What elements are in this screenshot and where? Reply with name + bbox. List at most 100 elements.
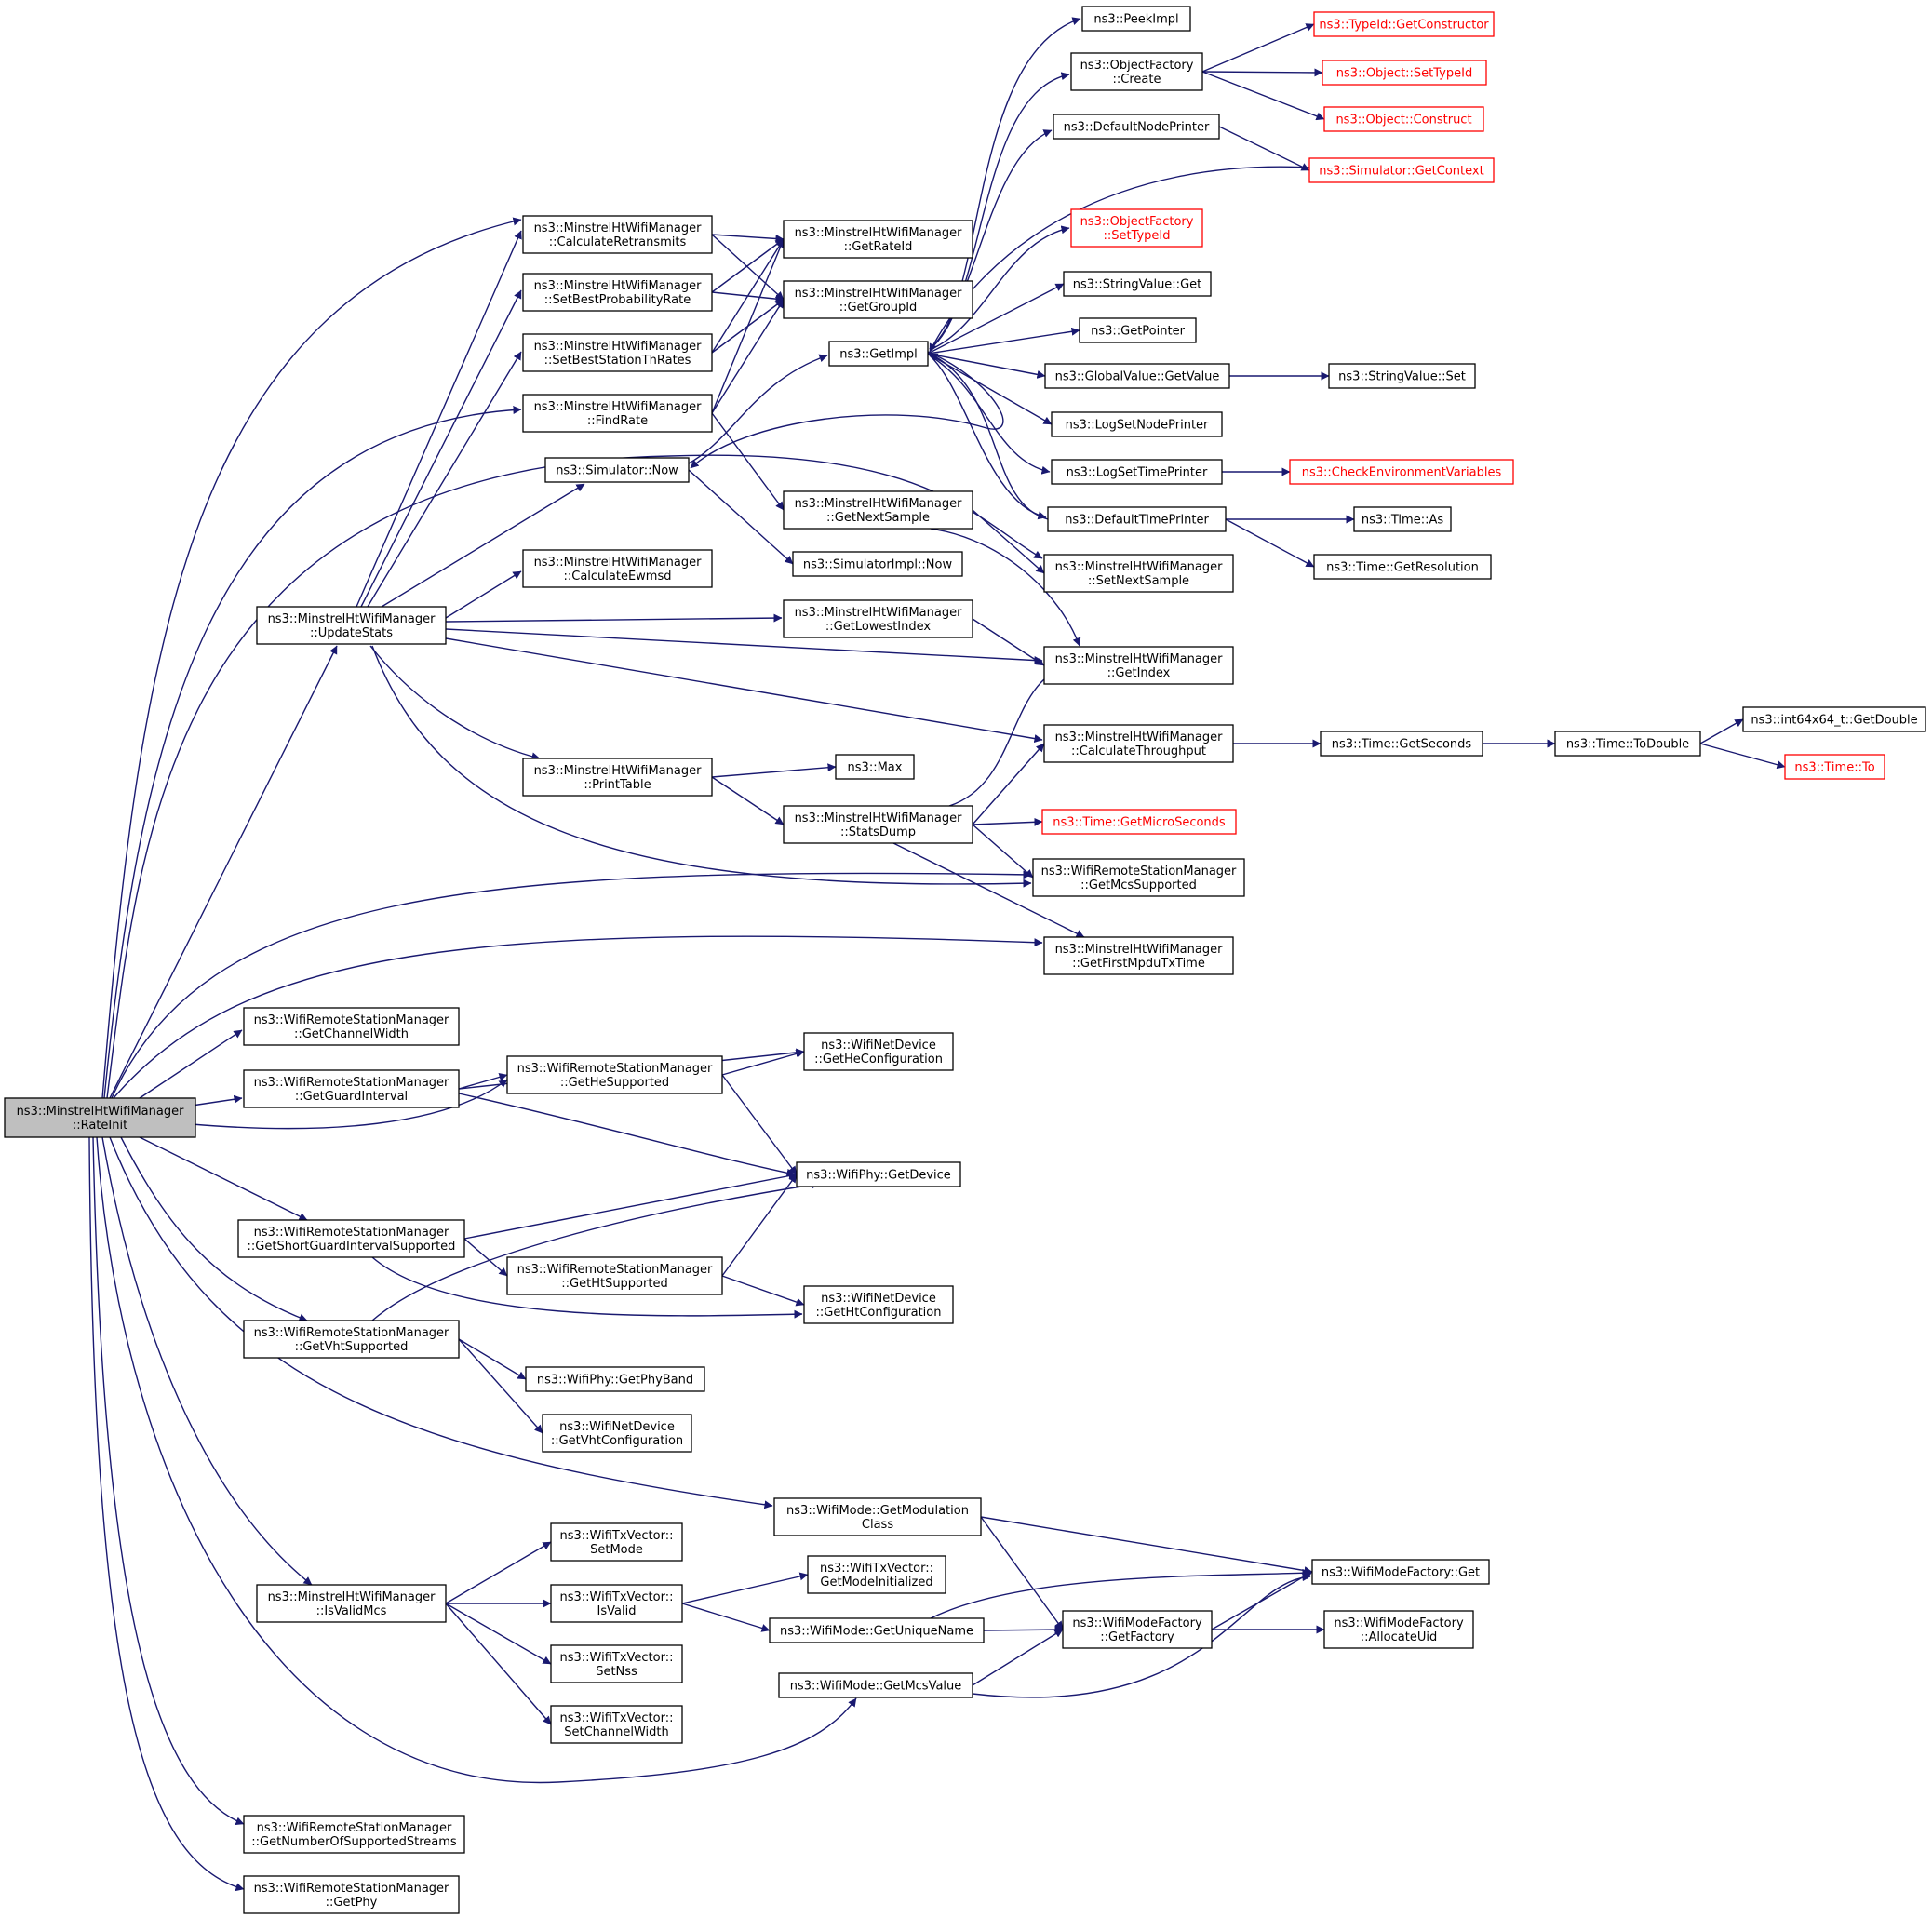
node-getheconfig[interactable]: ns3::WifiNetDevice::GetHeConfiguration	[803, 1032, 954, 1071]
node-getnumstreams[interactable]: ns3::WifiRemoteStationManager::GetNumber…	[243, 1815, 465, 1854]
node-box	[1289, 459, 1514, 485]
node-box	[1742, 706, 1926, 732]
node-getfirstmpdu[interactable]: ns3::MinstrelHtWifiManager::GetFirstMpdu…	[1043, 936, 1234, 975]
node-txsetnss[interactable]: ns3::WifiTxVector::SetNss	[550, 1644, 683, 1683]
node-simimplnow[interactable]: ns3::SimulatorImpl::Now	[792, 551, 963, 577]
node-getimpl[interactable]: ns3::GetImpl	[828, 341, 929, 367]
node-getnextsample[interactable]: ns3::MinstrelHtWifiManager::GetNextSampl…	[783, 490, 973, 530]
node-label: ns3::WifiModeFactory	[1334, 1616, 1464, 1630]
node-box	[1079, 317, 1197, 343]
node-setnextsample[interactable]: ns3::MinstrelHtWifiManager::SetNextSampl…	[1043, 554, 1234, 593]
node-getphyband[interactable]: ns3::WifiPhy::GetPhyBand	[525, 1366, 705, 1392]
node-label: ns3::Simulator::Now	[556, 464, 678, 478]
node-label: ns3::ObjectFactory	[1080, 215, 1194, 229]
node-defnodeprinter[interactable]: ns3::DefaultNodePrinter	[1053, 114, 1220, 140]
node-getuniquename[interactable]: ns3::WifiMode::GetUniqueName	[769, 1617, 985, 1643]
node-timegetmicro[interactable]: ns3::Time::GetMicroSeconds	[1041, 809, 1237, 835]
node-getguardint[interactable]: ns3::WifiRemoteStationManager::GetGuardI…	[243, 1069, 460, 1108]
node-box	[783, 599, 973, 638]
node-gethesupported[interactable]: ns3::WifiRemoteStationManager::GetHeSupp…	[506, 1055, 723, 1094]
node-box	[828, 341, 929, 367]
node-label: ns3::MinstrelHtWifiManager	[795, 226, 963, 240]
node-gvgetvalue[interactable]: ns3::GlobalValue::GetValue	[1044, 363, 1230, 389]
node-allocuid[interactable]: ns3::WifiModeFactory::AllocateUid	[1323, 1610, 1474, 1649]
node-txgetmodeinit[interactable]: ns3::WifiTxVector::GetModeInitialized	[807, 1555, 946, 1594]
edge-layer	[88, 17, 1786, 1892]
node-timetodouble[interactable]: ns3::Time::ToDouble	[1554, 731, 1701, 757]
node-modefactoryget[interactable]: ns3::WifiModeFactory::Get	[1311, 1559, 1490, 1585]
node-getchanwidth[interactable]: ns3::WifiRemoteStationManager::GetChanne…	[243, 1007, 460, 1046]
node-label: ns3::WifiRemoteStationManager	[254, 1226, 449, 1240]
node-calcretrans[interactable]: ns3::MinstrelHtWifiManager::CalculateRet…	[522, 215, 713, 254]
node-label: ns3::WifiTxVector::	[559, 1529, 673, 1543]
node-findrate[interactable]: ns3::MinstrelHtWifiManager::FindRate	[522, 394, 713, 433]
node-timeas[interactable]: ns3::Time::As	[1353, 506, 1452, 532]
node-box	[243, 1007, 460, 1046]
node-box	[773, 1497, 982, 1536]
node-box	[1322, 60, 1487, 86]
node-logsetnode[interactable]: ns3::LogSetNodePrinter	[1051, 411, 1223, 437]
node-objconstruct[interactable]: ns3::Object::Construct	[1323, 106, 1484, 132]
node-simgetcontext[interactable]: ns3::Simulator::GetContext	[1308, 157, 1495, 183]
node-strvalset[interactable]: ns3::StringValue::Set	[1328, 363, 1476, 389]
node-peekimpl[interactable]: ns3::PeekImpl	[1081, 6, 1191, 32]
node-logsettime[interactable]: ns3::LogSetTimePrinter	[1051, 459, 1223, 485]
node-typeidgetctor[interactable]: ns3::TypeId::GetConstructor	[1313, 11, 1495, 37]
node-label: ::SetBestProbabilityRate	[544, 293, 691, 307]
edge-getnextsample-to-setnextsample	[972, 509, 1045, 574]
node-deftimeprinter[interactable]: ns3::DefaultTimePrinter	[1047, 506, 1227, 532]
node-getphy[interactable]: ns3::WifiRemoteStationManager::GetPhy	[243, 1875, 460, 1914]
node-getvhtsupported[interactable]: ns3::WifiRemoteStationManager::GetVhtSup…	[243, 1320, 460, 1359]
node-rateinit[interactable]: ns3::MinstrelHtWifiManager::RateInit	[4, 1097, 196, 1138]
node-modefactorygetfactory[interactable]: ns3::WifiModeFactory::GetFactory	[1062, 1610, 1213, 1649]
node-printtable[interactable]: ns3::MinstrelHtWifiManager::PrintTable	[522, 758, 713, 797]
edge-rateinit-to-getchanwidth	[139, 1029, 243, 1099]
node-strvalget[interactable]: ns3::StringValue::Get	[1063, 271, 1212, 297]
edge-updatestats-to-calcthroughput	[445, 637, 1043, 744]
node-checkenv[interactable]: ns3::CheckEnvironmentVariables	[1289, 459, 1514, 485]
node-label: ns3::LogSetNodePrinter	[1066, 419, 1209, 433]
node-box	[522, 333, 713, 372]
node-phygetdevice[interactable]: ns3::WifiPhy::GetDevice	[796, 1161, 961, 1187]
node-isvalidmcs[interactable]: ns3::MinstrelHtWifiManager::IsValidMcs	[256, 1584, 447, 1623]
node-getpointer[interactable]: ns3::GetPointer	[1079, 317, 1197, 343]
edge-simnow-to-simimplnow	[688, 469, 794, 565]
node-txisvalid[interactable]: ns3::WifiTxVector::IsValid	[550, 1584, 683, 1623]
edge-getguardint-to-gethesupported	[458, 1073, 508, 1090]
node-label: ns3::LogSetTimePrinter	[1067, 466, 1208, 480]
node-calcewmsd[interactable]: ns3::MinstrelHtWifiManager::CalculateEwm…	[522, 549, 713, 588]
node-int64getdouble[interactable]: ns3::int64x64_t::GetDouble	[1742, 706, 1926, 732]
node-getindex[interactable]: ns3::MinstrelHtWifiManager::GetIndex	[1043, 646, 1234, 685]
node-statsdump[interactable]: ns3::MinstrelHtWifiManager::StatsDump	[783, 805, 973, 844]
node-ofcreate[interactable]: ns3::ObjectFactory::Create	[1070, 52, 1203, 91]
node-txsetmode[interactable]: ns3::WifiTxVector::SetMode	[550, 1522, 683, 1562]
node-timegetres[interactable]: ns3::Time::GetResolution	[1313, 554, 1492, 580]
node-calcthroughput[interactable]: ns3::MinstrelHtWifiManager::CalculateThr…	[1043, 724, 1234, 763]
node-getmcssupported[interactable]: ns3::WifiRemoteStationManager::GetMcsSup…	[1032, 858, 1245, 897]
edge-getmcsvalue-to-modefactorygetfactory	[972, 1629, 1064, 1686]
node-txsetchanwidth[interactable]: ns3::WifiTxVector::SetChannelWidth	[550, 1705, 683, 1744]
node-updatestats[interactable]: ns3::MinstrelHtWifiManager::UpdateStats	[256, 606, 447, 645]
node-gethtsupported[interactable]: ns3::WifiRemoteStationManager::GetHtSupp…	[506, 1256, 723, 1295]
node-getgroupid[interactable]: ns3::MinstrelHtWifiManager::GetGroupId	[783, 280, 973, 319]
node-timegetsec[interactable]: ns3::Time::GetSeconds	[1320, 731, 1483, 757]
edge-getimpl-to-strvalget	[927, 283, 1065, 355]
node-simnow[interactable]: ns3::Simulator::Now	[544, 457, 690, 483]
node-getlowestindex[interactable]: ns3::MinstrelHtWifiManager::GetLowestInd…	[783, 599, 973, 638]
node-max[interactable]: ns3::Max	[835, 754, 915, 780]
node-getsgisupported[interactable]: ns3::WifiRemoteStationManager::GetShortG…	[237, 1219, 465, 1258]
node-label: ::GetLowestIndex	[825, 620, 931, 634]
node-getmcsvalue[interactable]: ns3::WifiMode::GetMcsValue	[778, 1672, 973, 1698]
node-gethtconfig[interactable]: ns3::WifiNetDevice::GetHtConfiguration	[803, 1285, 954, 1324]
edge-rateinit-to-getmcsvalue	[96, 1136, 857, 1784]
node-label: ns3::WifiRemoteStationManager	[254, 1076, 449, 1090]
node-getrateid[interactable]: ns3::MinstrelHtWifiManager::GetRateId	[783, 220, 973, 259]
node-label: ns3::Time::As	[1362, 514, 1444, 528]
node-ofsettypeid[interactable]: ns3::ObjectFactory::SetTypeId	[1070, 208, 1203, 248]
node-setbestth[interactable]: ns3::MinstrelHtWifiManager::SetBestStati…	[522, 333, 713, 372]
node-objsettypeid[interactable]: ns3::Object::SetTypeId	[1322, 60, 1487, 86]
node-getvhtconfig[interactable]: ns3::WifiNetDevice::GetVhtConfiguration	[542, 1414, 692, 1453]
node-timeto[interactable]: ns3::Time::To	[1784, 754, 1885, 780]
node-setbestprob[interactable]: ns3::MinstrelHtWifiManager::SetBestProba…	[522, 273, 713, 312]
